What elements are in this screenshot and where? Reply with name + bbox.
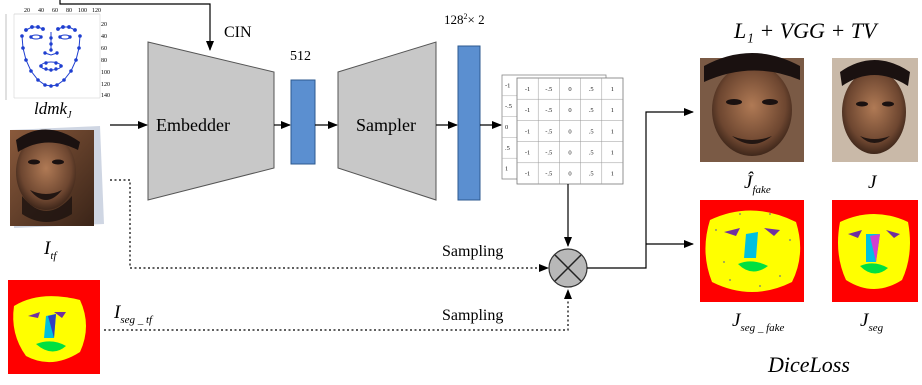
ldmk-x-tick: 20 (24, 8, 30, 14)
sampling-path-seg (104, 289, 572, 331)
ldmk-y-tick: 80 (101, 58, 107, 64)
grid-cell-value: -1 (525, 107, 530, 114)
grid-cell-value: 1 (611, 171, 614, 178)
generated-face-photo (700, 53, 804, 162)
sampling-path-face (110, 179, 549, 272)
embedder-label: Embedder (156, 115, 230, 135)
ldmk-y-tick: 140 (101, 93, 110, 99)
grid-cell-value: -1 (525, 86, 530, 93)
grid-cell-value: 1 (611, 128, 614, 135)
ldmk-x-tick: 100 (78, 8, 87, 14)
j-seg-fake-label: Jseg _ fake (732, 310, 785, 334)
grid-cell-value: -1 (525, 171, 530, 178)
i-seg-tf-label: Iseg _ tf (113, 302, 154, 326)
dim-512-label: 512 (290, 49, 311, 64)
back-grid-label: -1 (505, 82, 510, 89)
multiply-operator (548, 248, 588, 288)
target-face-photo (832, 58, 918, 162)
embedder-block: Embedder (147, 41, 275, 201)
input-face-photo (10, 126, 104, 228)
loss-top-label: L₁ + VGG + TV (733, 18, 879, 43)
grid-cell-value: .5 (589, 150, 594, 157)
landmark-plot: 20 40 60 80 100 120 20 40 60 80 100 120 … (5, 0, 214, 100)
latent-vector-512 (290, 79, 316, 165)
grid-cell-value: -.5 (545, 150, 552, 157)
j-seg-label: Jseg (860, 310, 884, 334)
ldmk-y-tick: 120 (101, 82, 110, 88)
grid-cell-value: 1 (611, 150, 614, 157)
ldmk-x-tick: 120 (92, 8, 101, 14)
back-grid-label: 1 (505, 166, 508, 173)
grid-cell-value: -1 (525, 128, 530, 135)
back-grid-label: .5 (505, 145, 510, 152)
ldmk-y-tick: 20 (101, 22, 107, 28)
sampling-label-top: Sampling (442, 243, 503, 260)
grid-cell-value: .5 (589, 86, 594, 93)
grid-cell-value: .5 (589, 128, 594, 135)
j-hat-fake-label: Ĵfake (744, 171, 771, 196)
cin-label: CIN (224, 24, 252, 41)
ldmk-label: ldmkJ (34, 99, 72, 121)
ldmk-x-tick: 40 (38, 8, 44, 14)
coordinate-grid: -1 -.5 0 .5 1 -1 -.5 0 .5 1 -1 -.5 0 .5 1 -1 -.5 0 .5 1 -1 -… (501, 74, 624, 185)
grid-cell-value: 0 (568, 171, 571, 178)
generated-segmentation-map (700, 200, 804, 302)
j-label: J (868, 172, 878, 193)
grid-cell-value: 0 (568, 86, 571, 93)
ldmk-y-tick: 40 (101, 34, 107, 40)
back-grid-label: -.5 (505, 103, 512, 110)
grid-cell-value: -.5 (545, 86, 552, 93)
sampler-label: Sampler (356, 115, 416, 135)
grid-cell-value: -.5 (545, 128, 552, 135)
grid-cell-value: .5 (589, 107, 594, 114)
back-grid-label: 0 (505, 124, 508, 131)
dim-output-label: 1282× 2 (444, 12, 485, 27)
grid-cell-value: 0 (568, 128, 571, 135)
ldmk-y-tick: 100 (101, 70, 110, 76)
grid-cell-value: 0 (568, 107, 571, 114)
sampler-block: Sampler (337, 41, 437, 201)
ldmk-x-tick: 60 (52, 8, 58, 14)
grid-cell-value: -1 (525, 150, 530, 157)
loss-bottom-label: DiceLoss (767, 352, 850, 377)
grid-cell-value: 1 (611, 107, 614, 114)
flow-field-vector (457, 45, 481, 201)
grid-cell-value: .5 (589, 171, 594, 178)
grid-cell-value: 1 (611, 86, 614, 93)
ldmk-y-tick: 60 (101, 46, 107, 52)
input-segmentation-map (8, 280, 100, 374)
target-segmentation-map (832, 200, 918, 302)
sampling-label-bottom: Sampling (442, 307, 503, 324)
grid-cell-value: 0 (568, 150, 571, 157)
i-tf-label: Itf (43, 238, 58, 262)
grid-cell-value: -.5 (545, 171, 552, 178)
ldmk-x-tick: 80 (66, 8, 72, 14)
grid-cell-value: -.5 (545, 107, 552, 114)
